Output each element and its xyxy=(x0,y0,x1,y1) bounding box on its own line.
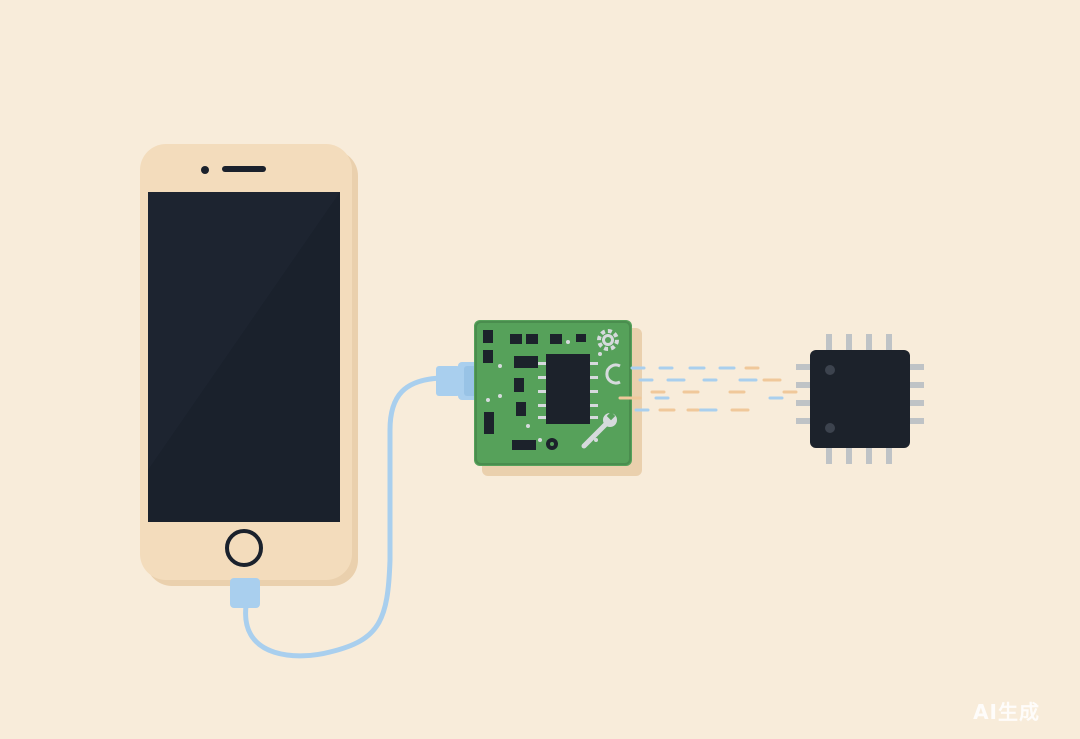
phone-camera xyxy=(201,166,209,174)
data-transfer-icon xyxy=(618,366,798,412)
ai-generated-watermark: AI生成 xyxy=(973,700,1040,724)
phone-home-button xyxy=(225,529,263,567)
wrench-icon xyxy=(581,411,617,449)
gear-icon xyxy=(597,329,619,351)
phone-speaker xyxy=(222,166,266,172)
pcb-programmer-icon xyxy=(474,320,642,476)
board-microcontroller xyxy=(546,354,590,424)
lightning-connector xyxy=(230,578,260,608)
smartphone-icon xyxy=(140,144,358,586)
microchip-icon xyxy=(796,334,924,464)
refresh-icon xyxy=(605,363,621,385)
